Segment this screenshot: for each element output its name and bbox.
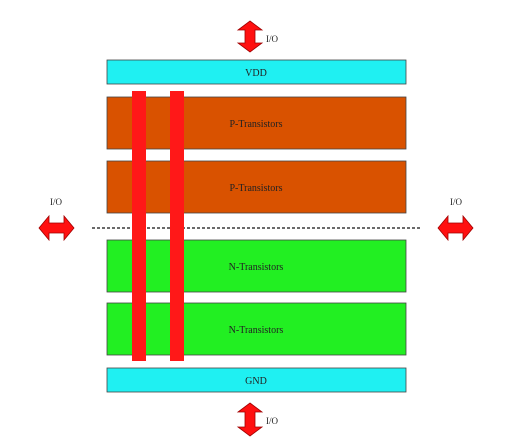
- p-region-2-box: [106, 160, 407, 214]
- gnd-rail: GND: [106, 367, 407, 393]
- n-region-2-box: [106, 302, 407, 356]
- p-region-2-label: P-Transistors: [230, 183, 283, 194]
- io-bottom-arrow-icon: [236, 402, 264, 437]
- io-right-label: I/O: [450, 197, 462, 207]
- io-right: I/O: [437, 197, 474, 242]
- vdd-label: VDD: [245, 68, 267, 79]
- p-transistor-region-2: P-Transistors: [106, 160, 407, 214]
- n-transistor-region-2: N-Transistors: [106, 302, 407, 356]
- io-bottom-label: I/O: [266, 416, 278, 426]
- io-top: I/O: [236, 20, 278, 53]
- n-transistor-region-1: N-Transistors: [106, 239, 407, 293]
- io-right-arrow-icon: [437, 214, 474, 242]
- vdd-rail: VDD: [106, 59, 407, 85]
- io-left-arrow-icon: [38, 214, 75, 242]
- n-region-1-box: [106, 239, 407, 293]
- poly-gate-strip-2: [170, 91, 184, 361]
- io-bottom: I/O: [236, 402, 278, 437]
- gnd-label: GND: [245, 376, 267, 387]
- p-region-1-label: P-Transistors: [230, 119, 283, 130]
- p-transistor-region-1: P-Transistors: [106, 96, 407, 150]
- vdd-rail-box: [106, 59, 407, 85]
- poly-gate-strip-1: [132, 91, 146, 361]
- io-left: I/O: [38, 197, 75, 242]
- n-region-2-label: N-Transistors: [229, 325, 284, 336]
- io-top-label: I/O: [266, 34, 278, 44]
- p-region-1-box: [106, 96, 407, 150]
- io-top-arrow-icon: [236, 20, 264, 53]
- n-region-1-label: N-Transistors: [229, 262, 284, 273]
- io-left-label: I/O: [50, 197, 62, 207]
- gnd-rail-box: [106, 367, 407, 393]
